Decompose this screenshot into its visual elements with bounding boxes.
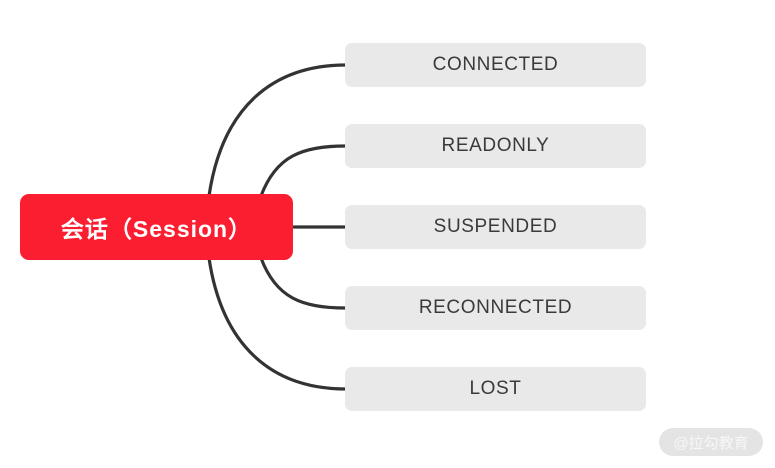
connector-to-readonly (259, 144, 348, 198)
node-reconnected[interactable]: RECONNECTED (345, 286, 646, 330)
node-readonly[interactable]: READONLY (345, 124, 646, 168)
node-suspended-label: SUSPENDED (433, 216, 558, 237)
root-node-session[interactable]: 会话（Session） (20, 194, 293, 260)
watermark-label: @拉勾教育 (673, 434, 749, 452)
node-reconnected-label: RECONNECTED (418, 297, 573, 318)
node-lost[interactable]: LOST (345, 367, 646, 411)
node-lost-label: LOST (469, 378, 522, 399)
root-node-label: 会话（Session） (60, 216, 253, 242)
node-connected-label: CONNECTED (432, 54, 559, 75)
node-connected[interactable]: CONNECTED (345, 43, 646, 87)
node-readonly-label: READONLY (441, 135, 550, 156)
connector-to-connected (207, 63, 348, 198)
node-suspended[interactable]: SUSPENDED (345, 205, 646, 249)
watermark-badge: @拉勾教育 (659, 428, 763, 456)
connector-to-reconnected (259, 256, 348, 310)
connector-to-lost (207, 256, 348, 391)
